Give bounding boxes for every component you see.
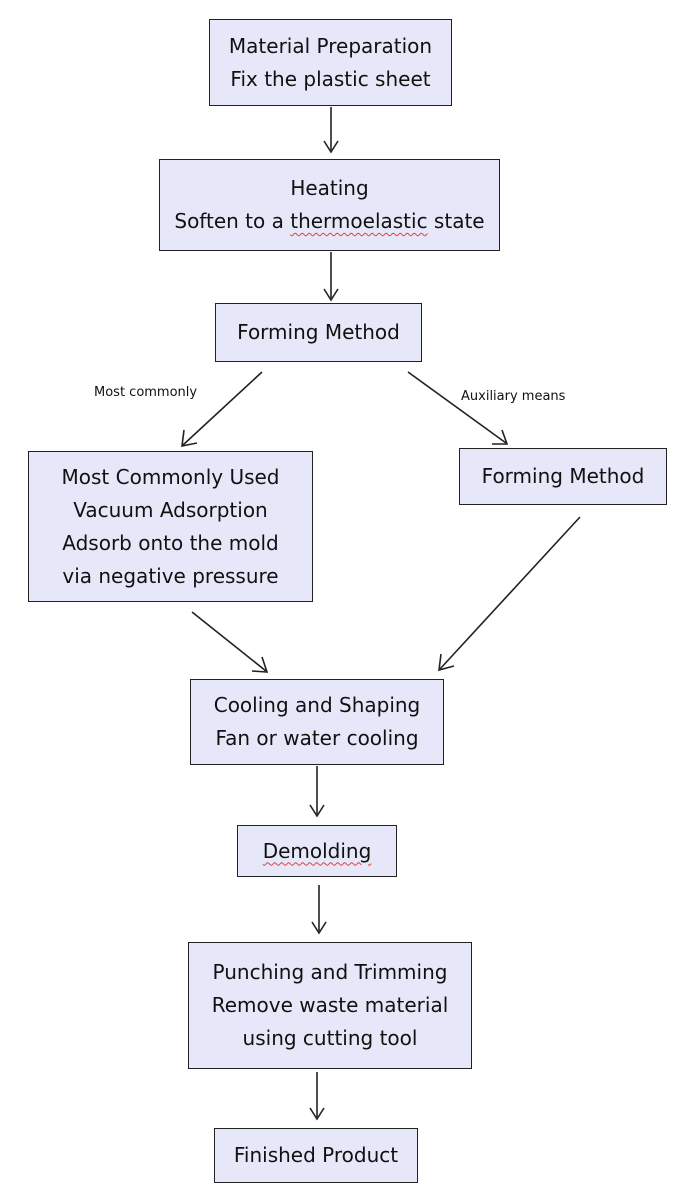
node-vacuum-adsorption-line4: via negative pressure [62,563,279,588]
node-heating-detail: Soften to a thermoelastic state [174,205,484,238]
node-forming-method-auxiliary-title: Forming Method [481,464,645,488]
node-demolding-title: Demolding [262,838,372,863]
node-cooling-title: Cooling and Shaping [213,693,421,717]
node-material-preparation: Material Preparation Fix the plastic she… [209,19,452,106]
arrow-cooling-to-demolding [309,766,325,818]
node-finished-title: Finished Product [233,1143,399,1167]
node-demolding: Demolding [237,825,397,877]
node-heating-detail-word: thermoelastic [290,209,428,233]
arrow-forming-to-vacuum [181,371,263,448]
node-forming-method-title: Forming Method [237,320,400,344]
arrow-forming-to-forming2 [407,371,509,445]
arrow-heating-to-forming [323,252,339,302]
node-heating-detail-post: state [427,209,485,233]
node-punching-and-trimming: Punching and Trimming Remove waste mater… [188,942,472,1069]
node-punching-line2: Remove waste material [211,993,449,1017]
edge-label-auxiliary-means: Auxiliary means [461,389,566,404]
node-heating-detail-pre: Soften to a [174,209,291,233]
node-vacuum-adsorption: Most Commonly Used Vacuum Adsorption Ads… [28,451,313,602]
node-punching-line3: using cutting tool [242,1026,418,1050]
node-vacuum-adsorption-line3: Adsorb onto the mold [62,530,279,555]
node-forming-method: Forming Method [215,303,422,362]
node-vacuum-adsorption-line2: Vacuum Adsorption [73,497,268,522]
edge-label-most-commonly: Most commonly [94,385,198,400]
node-material-preparation-detail: Fix the plastic sheet [230,66,431,91]
node-vacuum-adsorption-line1: Most Commonly Used [61,464,280,489]
node-finished-product: Finished Product [214,1128,418,1183]
node-heating-title: Heating [290,176,369,200]
node-forming-method-auxiliary: Forming Method [459,448,667,505]
arrow-punching-to-finished [309,1072,325,1121]
node-heating: Heating Soften to a thermoelastic state [159,159,500,251]
arrow-forming2-to-cooling [438,516,581,672]
arrow-prep-to-heating [323,107,339,154]
node-cooling-and-shaping: Cooling and Shaping Fan or water cooling [190,679,444,765]
arrow-vacuum-to-cooling [191,611,269,673]
node-punching-title: Punching and Trimming [212,960,448,984]
node-material-preparation-title: Material Preparation [228,33,433,58]
node-cooling-detail: Fan or water cooling [215,726,419,750]
arrow-demolding-to-punching [311,885,327,935]
